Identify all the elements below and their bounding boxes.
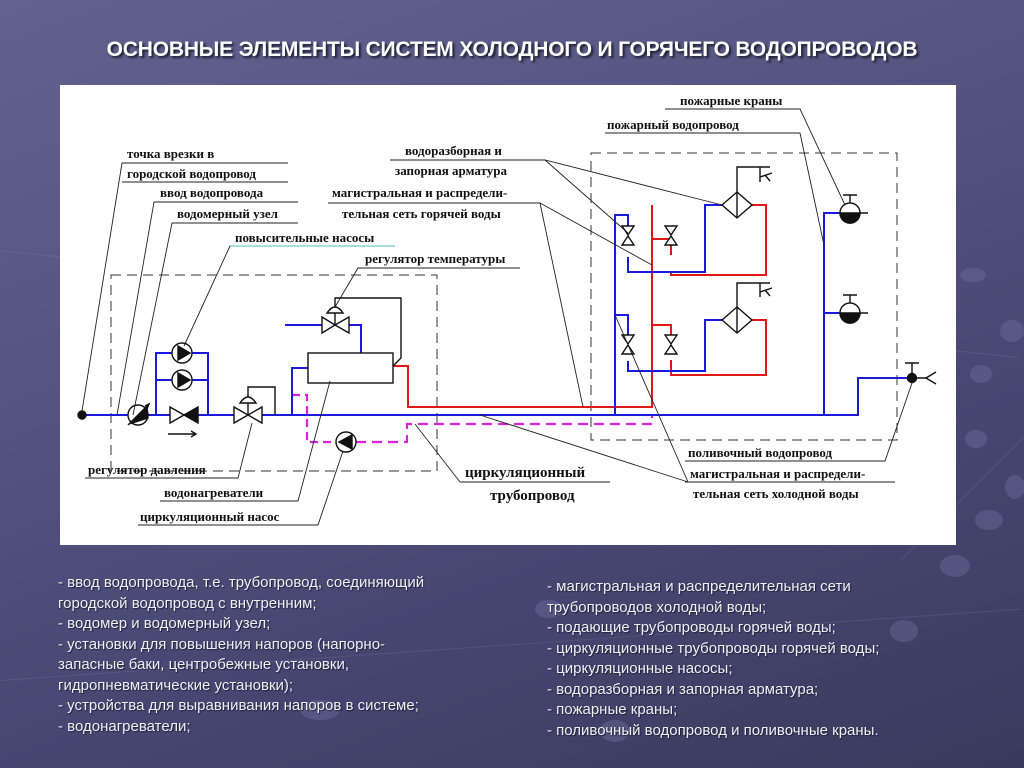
leader-line [414, 423, 461, 483]
background-dot [975, 510, 1003, 530]
leader-line [685, 382, 913, 462]
list-item: - поливочный водопровод и поливочные кра… [547, 721, 879, 739]
leader-line [334, 267, 520, 308]
label-tap-point: точка врезки в [127, 146, 214, 161]
shutoff-valve-icon [663, 225, 679, 246]
leader-line [665, 108, 846, 206]
leader-line [81, 162, 288, 412]
heater-inlet-pipe [291, 367, 308, 415]
list-item: - установки для повышения напоров (напор… [58, 635, 386, 653]
background-dot [960, 268, 986, 282]
irrigation-tap-icon [906, 372, 918, 384]
list-item: - водоразборная и запорная арматура; [547, 680, 819, 698]
leader-line [614, 314, 689, 483]
shutoff-valve-icon [620, 334, 636, 355]
leader-line [85, 422, 253, 479]
water-heater-icon [307, 352, 394, 384]
list-item: - водомер и водомерный узел; [58, 615, 271, 632]
label-cold-network: магистральная и распредели- [690, 466, 865, 481]
background-dot [600, 720, 630, 742]
label-water-heaters: водонагреватели [164, 485, 264, 500]
cold-branch-bottom [627, 319, 722, 372]
cold-branch-top [627, 204, 722, 273]
hot-branch-bottom-return [670, 319, 767, 376]
label-temp-regulator: регулятор температуры [365, 251, 505, 266]
elements-list-right: - магистральная и распределительная сети… [547, 577, 879, 741]
list-item: гидропневматические установки); [58, 676, 294, 694]
list-item: городской водопровод с внутренним; [58, 594, 317, 612]
circulation-pipe [356, 415, 654, 444]
list-item: - циркуляционные насосы; [547, 660, 733, 677]
shutoff-valve-icon [663, 334, 679, 355]
elements-list-left: - ввод водопровода, т.е. трубопровод, со… [58, 573, 424, 737]
list-item: - ввод водопровода, т.е. трубопровод, со… [58, 574, 425, 591]
page-title: ОСНОВНЫЕ ЭЛЕМЕНТЫ СИСТЕМ ХОЛОДНОГО И ГОР… [106, 38, 918, 61]
boundary-heat-unit [110, 274, 438, 472]
diagram-panel: точка врезки в городской водопровод ввод… [60, 85, 956, 545]
leader-line [544, 159, 629, 234]
label-fire-hydrants: пожарные краны [680, 93, 782, 108]
cold-main-pipe [80, 377, 912, 416]
city-tap-point-icon [77, 410, 87, 420]
label-fire-main: пожарный водопровод [607, 117, 739, 132]
background-dot [535, 600, 563, 618]
cold-riser-lower [615, 314, 629, 335]
label-circulation-pipe: трубопровод [490, 488, 575, 504]
background-dot [970, 365, 992, 383]
label-fittings: водоразборная и [405, 143, 502, 158]
hot-branch-top-return [670, 204, 767, 276]
label-irrigation: поливочный водопровод [688, 445, 832, 460]
background-dot [890, 620, 918, 642]
list-item: - водонагреватели; [58, 717, 191, 735]
list-item: - циркуляционные трубопроводы горячей во… [547, 639, 880, 657]
label-hot-network: магистральная и распредели- [332, 185, 507, 200]
boundary-building [590, 152, 898, 441]
list-item: - подающие трубопроводы горячей воды; [547, 619, 836, 636]
leader-line [183, 245, 395, 347]
leader-line [605, 132, 825, 246]
circulation-pipe [292, 393, 336, 444]
label-water-inlet: ввод водопровода [160, 185, 264, 200]
list-item: - пожарные краны; [547, 701, 678, 718]
background-dot [965, 430, 987, 448]
background-dot [1005, 475, 1024, 499]
background-dot [1000, 320, 1024, 342]
label-tap-point: городской водопровод [127, 166, 256, 181]
leader-line [539, 202, 653, 266]
label-pressure-regulator: регулятор давления [88, 462, 206, 477]
label-circulation-pump: циркуляционный насос [140, 509, 280, 524]
label-meter-unit: водомерный узел [177, 206, 278, 221]
list-item: - магистральная и распределительная сети [547, 578, 851, 595]
leader-line [138, 450, 344, 526]
water-supply-diagram: точка врезки в городской водопровод ввод… [77, 93, 937, 526]
leader-line [160, 380, 331, 502]
leader-line [116, 201, 298, 416]
heater-top-pipe [285, 324, 362, 355]
background-dot [300, 700, 340, 720]
label-fittings: запорная арматура [395, 163, 507, 178]
background-dot [940, 555, 970, 577]
leader-line [479, 414, 689, 483]
list-item: запасные баки, центробежные установки, [58, 656, 350, 673]
fire-riser [823, 212, 840, 415]
list-item: - устройства для выравнивания напоров в … [58, 697, 419, 714]
label-booster-pumps: повысительные насосы [235, 230, 374, 245]
leader-line [132, 222, 298, 416]
flow-arrow-icon [168, 430, 198, 438]
label-hot-network: тельная сеть горячей воды [342, 206, 501, 221]
label-cold-network: тельная сеть холодной воды [693, 486, 859, 501]
list-item: трубопроводов холодной воды; [547, 598, 767, 616]
hot-supply-pipe [393, 205, 653, 408]
label-circulation-pipe: циркуляционный [465, 465, 585, 481]
check-valve-icon [169, 405, 186, 425]
